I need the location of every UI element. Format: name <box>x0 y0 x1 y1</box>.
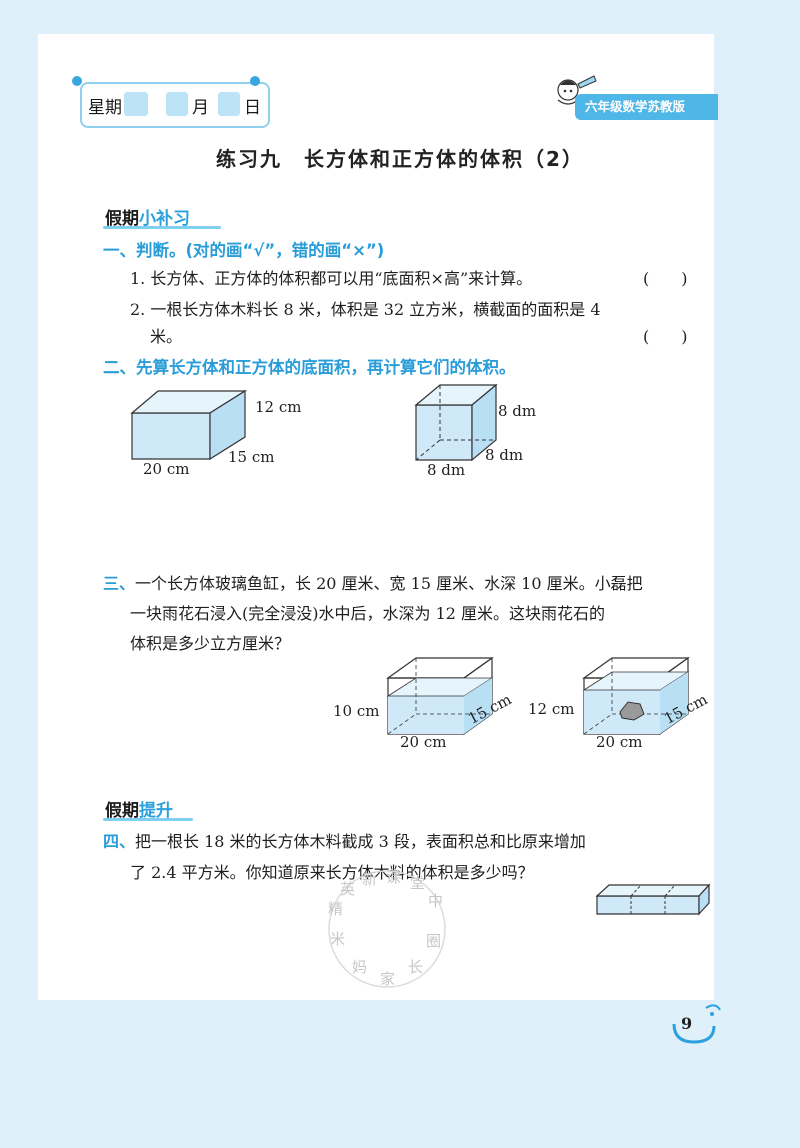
q1-item-2-text: 一根长方体木料长 8 米，体积是 32 立方米，横截面的面积是 4 <box>150 300 601 319</box>
cube-figure <box>414 383 498 462</box>
section-tag-dark: 假期 <box>105 801 139 821</box>
fish-tank-before <box>386 656 494 736</box>
month-field[interactable] <box>166 92 188 116</box>
watermark-char: 中 <box>428 892 444 910</box>
week-field[interactable] <box>124 92 148 116</box>
page-title: 练习九 长方体和正方体的体积（2） <box>216 147 584 171</box>
q1-item-1: 1. 长方体、正方体的体积都可以用“底面积×高”来计算。 <box>130 265 532 289</box>
day-field[interactable] <box>218 92 240 116</box>
cube-width-label: 8 dm <box>485 446 524 464</box>
page-frame-left <box>0 0 38 1148</box>
pin-icon <box>250 76 260 86</box>
q3-number: 三、 <box>103 574 136 593</box>
q2-heading: 二、先算长方体和正方体的底面积，再计算它们的体积。 <box>103 358 516 377</box>
cuboid-width-label: 15 cm <box>228 448 275 466</box>
watermark-char: 课 <box>386 868 402 886</box>
q1-item-1-text: 长方体、正方体的体积都可以用“底面积×高”来计算。 <box>150 269 533 288</box>
watermark-char: 英 <box>340 880 356 898</box>
page-number-swirl-icon <box>672 1004 721 1044</box>
q1-item-2-cont: 米。 <box>150 327 183 346</box>
watermark-seal: 精 英 新 课 堂 中 米 妈 家 长 圈 <box>322 864 452 994</box>
page-frame-right <box>714 0 800 1148</box>
watermark-char: 新 <box>362 870 378 888</box>
section-tag-underline <box>103 226 221 229</box>
cuboid-figure <box>130 389 248 461</box>
grade-tag: 六年级数学苏教版 <box>575 94 718 120</box>
q4-line-1: 四、把一根长 18 米的长方体木料截成 3 段，表面积总和比原来增加 <box>103 828 586 852</box>
timber-figure <box>595 883 711 916</box>
tank-2-length-label: 20 cm <box>596 733 643 751</box>
q3-line-3: 体积是多少立方厘米？ <box>130 634 291 653</box>
cube-length-label: 8 dm <box>427 461 466 479</box>
watermark-char: 圈 <box>426 932 442 950</box>
fish-tank-after <box>582 656 690 736</box>
tank-1-length-label: 20 cm <box>400 733 447 751</box>
watermark-char: 精 <box>328 900 344 918</box>
q4-line-2: 了 2.4 平方米。你知道原来长方体木料的体积是多少吗？ <box>130 863 534 882</box>
month-label: 月 <box>192 98 209 118</box>
page-number: 9 <box>681 1014 693 1033</box>
tank-2-depth-label: 12 cm <box>528 700 575 718</box>
section-tag-blue: 提升 <box>139 801 173 821</box>
worksheet <box>38 34 714 1000</box>
watermark-ring <box>328 870 446 988</box>
cuboid-length-label: 20 cm <box>143 460 190 478</box>
q3-line-2: 一块雨花石浸入(完全浸没)水中后，水深为 12 厘米。这块雨花石的 <box>130 604 606 623</box>
q1-item-2-answer[interactable]: ( ) <box>643 327 688 346</box>
tank-1-depth-label: 10 cm <box>333 702 380 720</box>
cube-height-label: 8 dm <box>498 402 537 420</box>
section-tag-improve: 假期提升 <box>105 796 173 821</box>
q1-heading: 一、判断。(对的画“√”，错的画“×”) <box>103 241 385 260</box>
pebble-icon <box>619 701 645 721</box>
watermark-char: 米 <box>330 930 346 948</box>
section-tag-blue: 小补习 <box>139 209 190 229</box>
watermark-char: 妈 <box>352 958 368 976</box>
section-tag-underline <box>103 818 193 821</box>
section-tag-review: 假期小补习 <box>105 204 190 229</box>
page-frame-top <box>0 0 800 34</box>
q3-line-1: 三、一个长方体玻璃鱼缸，长 20 厘米、宽 15 厘米、水深 10 厘米。小磊把 <box>103 570 643 594</box>
watermark-char: 家 <box>380 970 396 988</box>
section-tag-dark: 假期 <box>105 209 139 229</box>
pin-icon <box>72 76 82 86</box>
date-box: 星期 月 日 <box>80 82 270 128</box>
q3-line-1-text: 一个长方体玻璃鱼缸，长 20 厘米、宽 15 厘米、水深 10 厘米。小磊把 <box>135 574 643 593</box>
cuboid-height-label: 12 cm <box>255 398 302 416</box>
watermark-char: 堂 <box>410 874 426 892</box>
day-label: 日 <box>244 98 261 118</box>
page-frame-bottom <box>0 1000 800 1148</box>
q1-item-2: 2. 一根长方体木料长 8 米，体积是 32 立方米，横截面的面积是 4 <box>130 296 601 320</box>
q1-item-1-answer[interactable]: ( ) <box>643 269 688 288</box>
watermark-char: 长 <box>408 958 424 976</box>
q4-number: 四、 <box>103 832 136 851</box>
q4-line-1-text: 把一根长 18 米的长方体木料截成 3 段，表面积总和比原来增加 <box>135 832 586 851</box>
q1-item-2-num: 2. <box>130 300 146 319</box>
q1-item-1-num: 1. <box>130 269 146 288</box>
week-label: 星期 <box>88 98 122 118</box>
